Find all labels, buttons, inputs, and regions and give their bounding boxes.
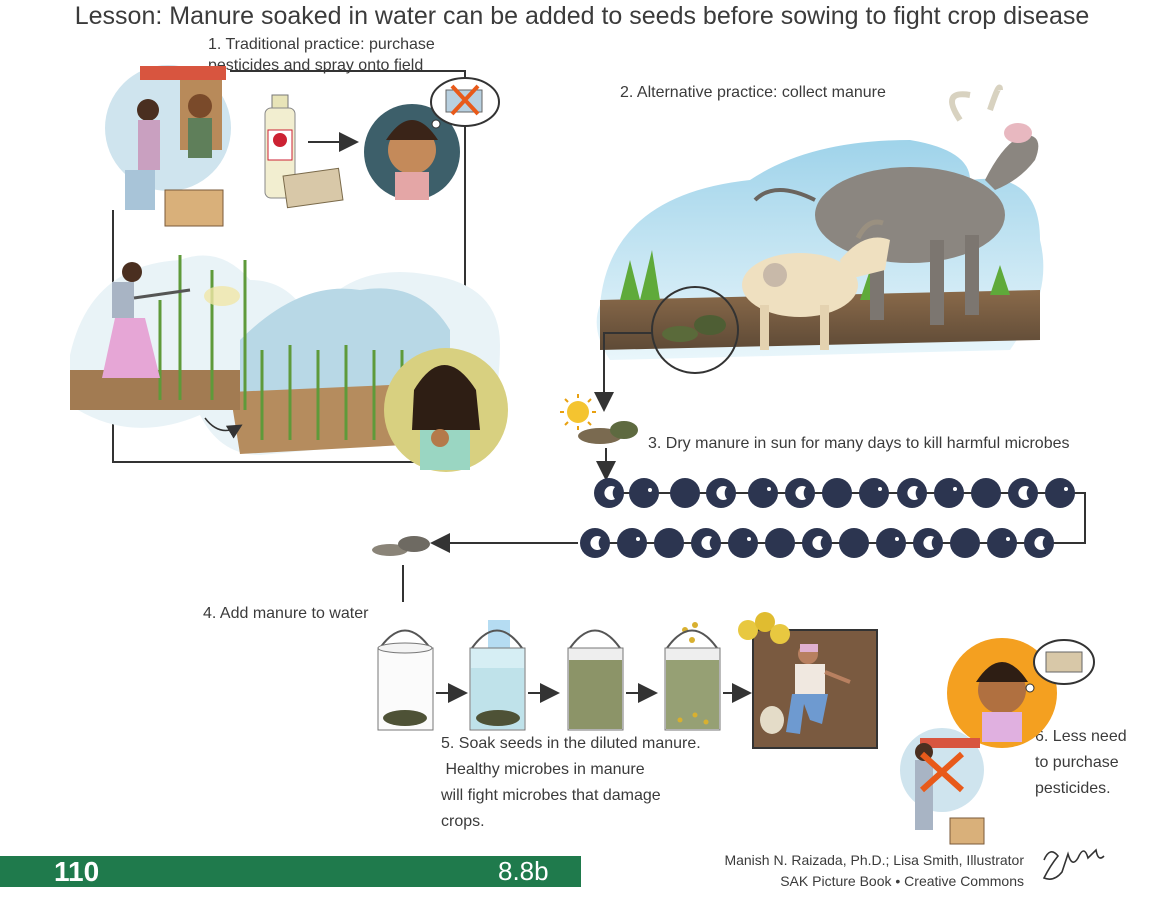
coughing-farmer-illustration: [384, 348, 508, 472]
happy-farmer-illustration: [947, 638, 1057, 748]
pesticide-bottle-illustration: [264, 94, 344, 209]
page-number: 110: [54, 856, 100, 887]
step6-label: 6. Less need to purchase pesticides.: [1035, 728, 1127, 797]
manure-pile-highlight: [651, 286, 739, 374]
traditional-practice-panel: [70, 65, 508, 472]
step1-label: 1. Traditional practice: purchase pestic…: [208, 36, 435, 74]
bucket-seeds-added: [664, 622, 721, 731]
credit-line-2: SAK Picture Book • Creative Commons: [780, 873, 1024, 889]
bucket-manure: [377, 629, 434, 731]
sun-drying-illustration: [560, 394, 638, 444]
step3-label: 3. Dry manure in sun for many days to ki…: [648, 435, 1070, 452]
bucket-diluted-manure: [567, 629, 624, 731]
step5-label: 5. Soak seeds in the diluted manure. Hea…: [441, 735, 701, 830]
sowing-farmer-illustration: [738, 612, 878, 749]
thought-bubble: [430, 77, 500, 129]
bucket-water-pour: [469, 620, 526, 731]
animals-illustration: [596, 84, 1044, 360]
bucket-sequence: [377, 620, 752, 731]
illustrator-signature: [1042, 848, 1105, 880]
section-number: 8.8b: [498, 856, 549, 886]
money-thought-bubble: [1025, 639, 1095, 693]
credit-line-1: Manish N. Raizada, Ph.D.; Lisa Smith, Il…: [724, 852, 1024, 868]
crossed-out-shop-illustration: [900, 728, 985, 845]
drying-days-timeline: [580, 478, 1086, 558]
pesticide-shop-illustration: [105, 65, 231, 227]
step2-label: 2. Alternative practice: collect manure: [620, 84, 886, 101]
step4-label: 4. Add manure to water: [203, 605, 369, 622]
page-title: Lesson: Manure soaked in water can be ad…: [74, 2, 1090, 30]
dried-manure-illustration: [372, 536, 430, 556]
footer-bar: [0, 856, 581, 887]
